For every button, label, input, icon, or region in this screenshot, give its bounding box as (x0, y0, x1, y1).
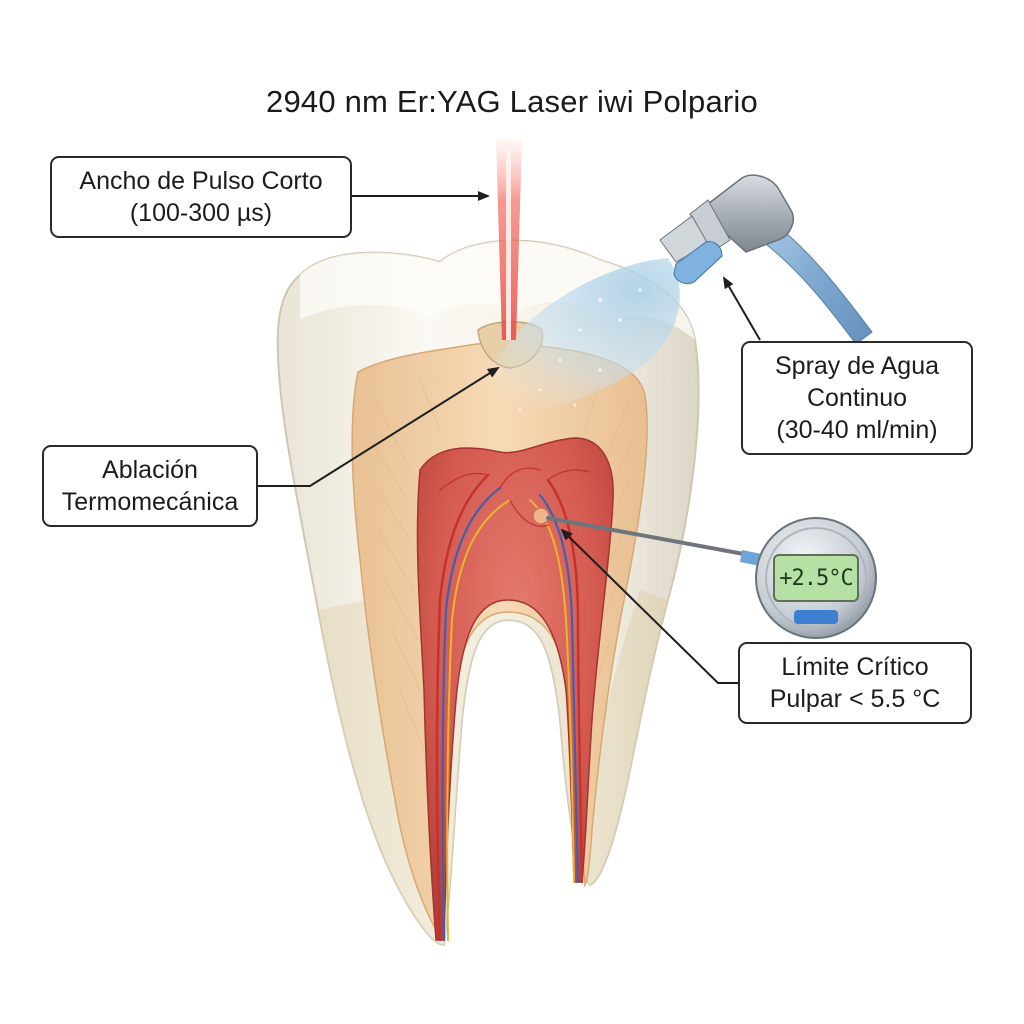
handpiece-nozzle (673, 241, 723, 285)
arrow-critical-limit (560, 528, 738, 684)
tooth (276, 239, 700, 947)
arrow-ablation (258, 366, 500, 487)
water-spray-cloud (460, 258, 680, 420)
enamel-cusps (300, 240, 695, 340)
diagram-title: 2940 nm Er:YAG Laser iwi Polpario (266, 84, 758, 119)
callout-water-spray: Spray de Agua Continuo (30-40 ml/min) (741, 341, 973, 455)
thermometer-button[interactable] (794, 610, 838, 624)
callout-arrows (258, 191, 761, 684)
vein (441, 486, 580, 942)
thermometer-readout: +2.5°C (779, 565, 853, 591)
callout-critical-limit-text: Límite Crítico Pulpar < 5.5 °C (769, 653, 941, 713)
handpiece-head (698, 174, 794, 253)
thermometer-display (773, 554, 859, 602)
arrow-water-spray (722, 276, 761, 341)
nerve (446, 499, 575, 941)
pulp-heat-point (532, 507, 550, 525)
thermometer (546, 516, 877, 639)
callout-water-spray-text: Spray de Agua Continuo (30-40 ml/min) (774, 352, 939, 444)
laser-beam (496, 140, 522, 340)
callout-critical-limit: Límite Crítico Pulpar < 5.5 °C (738, 642, 972, 724)
callout-pulse-width: Ancho de Pulso Corto (100-300 µs) (50, 156, 352, 238)
pulp-vessels (435, 467, 591, 942)
thermometer-probe (546, 516, 762, 559)
callout-pulse-width-text: Ancho de Pulso Corto (100-300 µs) (79, 167, 323, 227)
callout-ablation-text: Ablación Termomecánica (61, 456, 239, 516)
dentinal-tubules (369, 379, 635, 751)
handpiece (659, 174, 873, 345)
callout-ablation: Ablación Termomecánica (42, 445, 258, 527)
pulp-chamber (416, 437, 614, 941)
